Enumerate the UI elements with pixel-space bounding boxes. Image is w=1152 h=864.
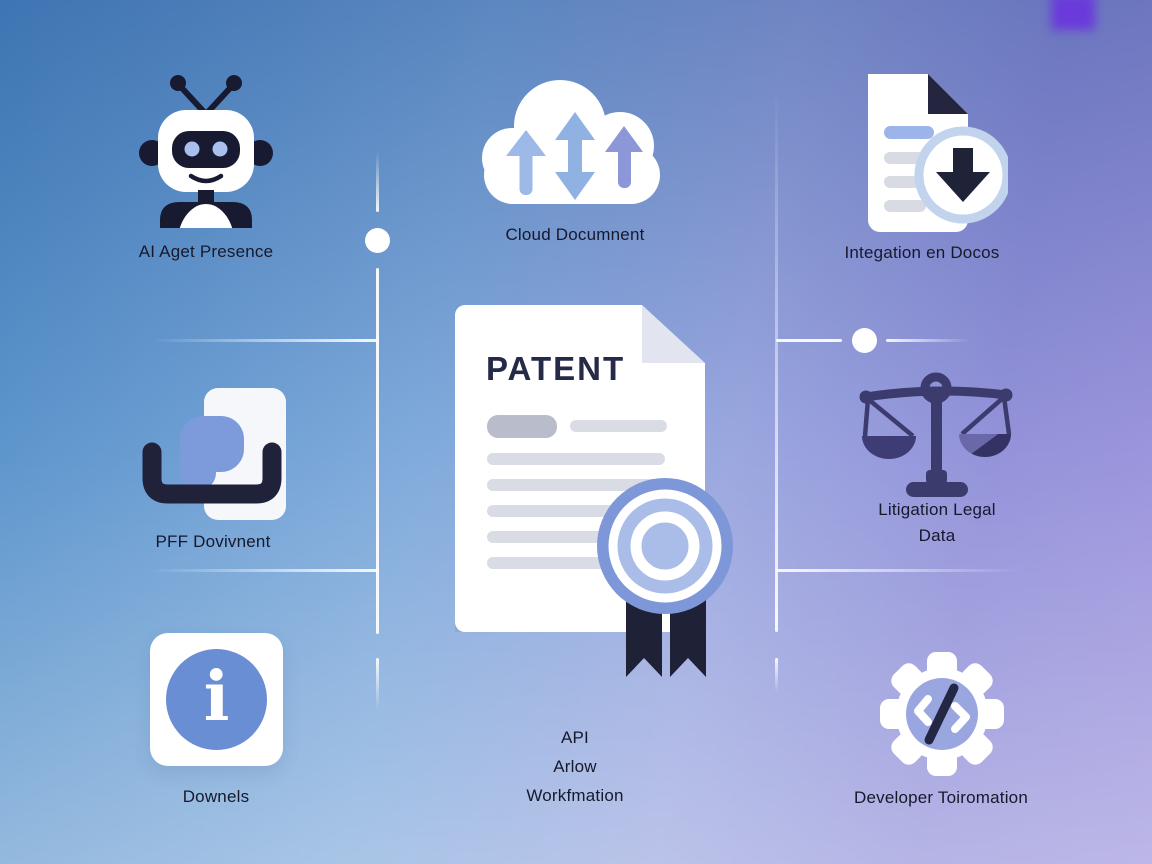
info-glyph: i <box>203 656 230 737</box>
document-download-icon <box>868 74 1008 232</box>
ai-agent-label: AI Aget Presence <box>138 242 274 261</box>
patent-text-line <box>487 453 665 465</box>
litigation-label-line1: Litigation Legal <box>878 500 996 519</box>
info-icon: i <box>150 633 283 766</box>
scales-of-justice-icon <box>859 372 1013 497</box>
patent-title: PATENT <box>486 350 626 387</box>
divider-right-horizontal-a <box>776 338 842 342</box>
robot-icon <box>139 75 273 228</box>
integration-docs-label: Integation en Docos <box>844 243 1000 262</box>
divider-right-vertical-top <box>774 88 778 632</box>
cloud-sync-arrows-icon <box>482 80 660 204</box>
cloud-document-label: Cloud Documnent <box>505 225 645 244</box>
corner-purple-square <box>1051 0 1095 30</box>
award-seal-icon <box>597 478 733 677</box>
divider-dot-right <box>851 327 877 353</box>
divider-right-vertical-bottom <box>774 658 778 692</box>
divider-left-vertical-top <box>375 152 379 212</box>
pdf-document-label: PFF Dovivnent <box>155 532 271 551</box>
gear-code-icon <box>880 652 1004 776</box>
divider-dot-left <box>364 227 390 253</box>
divider-right-horizontal-b <box>886 338 970 342</box>
info-label: Downels <box>182 787 250 806</box>
patent-text-badge <box>487 415 557 438</box>
api-workflow-line1: API <box>560 728 589 747</box>
divider-left-vertical-bottom <box>375 658 379 710</box>
folded-corner <box>642 305 705 363</box>
patent-text-line <box>487 479 665 491</box>
api-workflow-text: API Arlow Workfmation <box>475 723 675 810</box>
api-workflow-line3: Workfmation <box>526 786 624 805</box>
divider-left-horizontal-lower <box>150 568 378 572</box>
api-workflow-line2: Arlow <box>553 757 597 776</box>
info-circle: i <box>166 649 267 750</box>
divider-left-vertical-mid <box>375 268 379 634</box>
divider-left-horizontal-upper <box>150 338 377 342</box>
litigation-label-line2: Data <box>918 526 956 545</box>
pdf-document-icon <box>142 388 286 520</box>
patent-text-line <box>487 557 617 569</box>
developer-label: Developer Toiromation <box>854 788 1028 807</box>
divider-right-horizontal-lower <box>776 568 1022 572</box>
patent-text-line <box>570 420 667 432</box>
litigation-label: Litigation Legal Data <box>837 497 1037 549</box>
